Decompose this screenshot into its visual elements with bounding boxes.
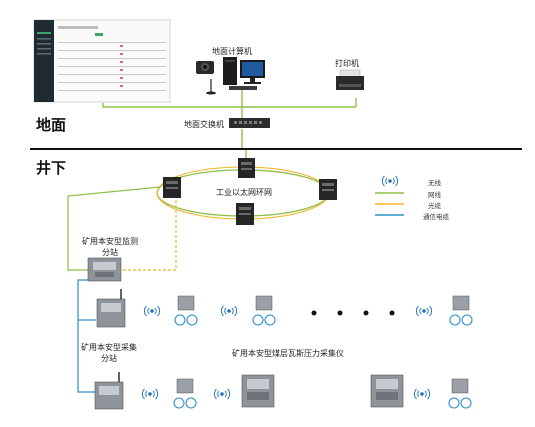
legend-wireless-text: 无线 [428, 179, 441, 187]
software-screenshot [33, 19, 171, 103]
printer-label: 打印机 [335, 59, 359, 68]
switch-icon [229, 118, 270, 128]
collection-station-label-line2: 分站 [101, 354, 117, 363]
wireless-icons-row2 [141, 388, 431, 400]
monitoring-station-icon [87, 257, 122, 282]
station-links [67, 186, 177, 393]
computer-label: 地面计算机 [212, 47, 252, 56]
computer-icon [196, 57, 265, 95]
ring-switch-top [238, 158, 255, 178]
legend-comm-cable-text: 通信电缆 [423, 213, 449, 221]
collector-label: 矿用本安型煤层瓦斯压力采集仪 [232, 349, 344, 358]
gas-sensor-row1 [174, 295, 473, 326]
collection-station-icon-2 [94, 372, 124, 410]
legend-fiber-text: 光缆 [428, 202, 441, 210]
ring-switch-left [163, 177, 181, 198]
surface-network-lines [102, 90, 357, 150]
monitoring-station-label: 矿用本安型监测 分站 [80, 236, 140, 258]
legend-symbols [375, 175, 404, 216]
gas-sensor-row2 [173, 378, 472, 409]
collection-station-icon-1 [96, 289, 126, 328]
printer-icon [336, 69, 364, 90]
collection-station-label-line1: 矿用本安型采集 [81, 343, 137, 352]
ring-label: 工业以太网环网 [216, 188, 272, 197]
monitoring-station-label-line1: 矿用本安型监测 [82, 237, 138, 246]
ellipsis-dots [311, 310, 395, 316]
underground-section-label: 井下 [36, 159, 67, 177]
surface-section-label: 地面 [36, 116, 67, 134]
ring-switch-right [319, 179, 337, 200]
collector-devices-row2 [241, 374, 404, 408]
legend-network-cable-text: 网线 [428, 191, 441, 199]
ring-switch-bottom [236, 203, 254, 225]
collection-station-label: 矿用本安型采集 分站 [79, 342, 139, 364]
wireless-icons-row1 [143, 305, 433, 317]
switch-label: 地面交换机 [184, 120, 224, 129]
monitoring-station-label-line2: 分站 [102, 248, 118, 257]
